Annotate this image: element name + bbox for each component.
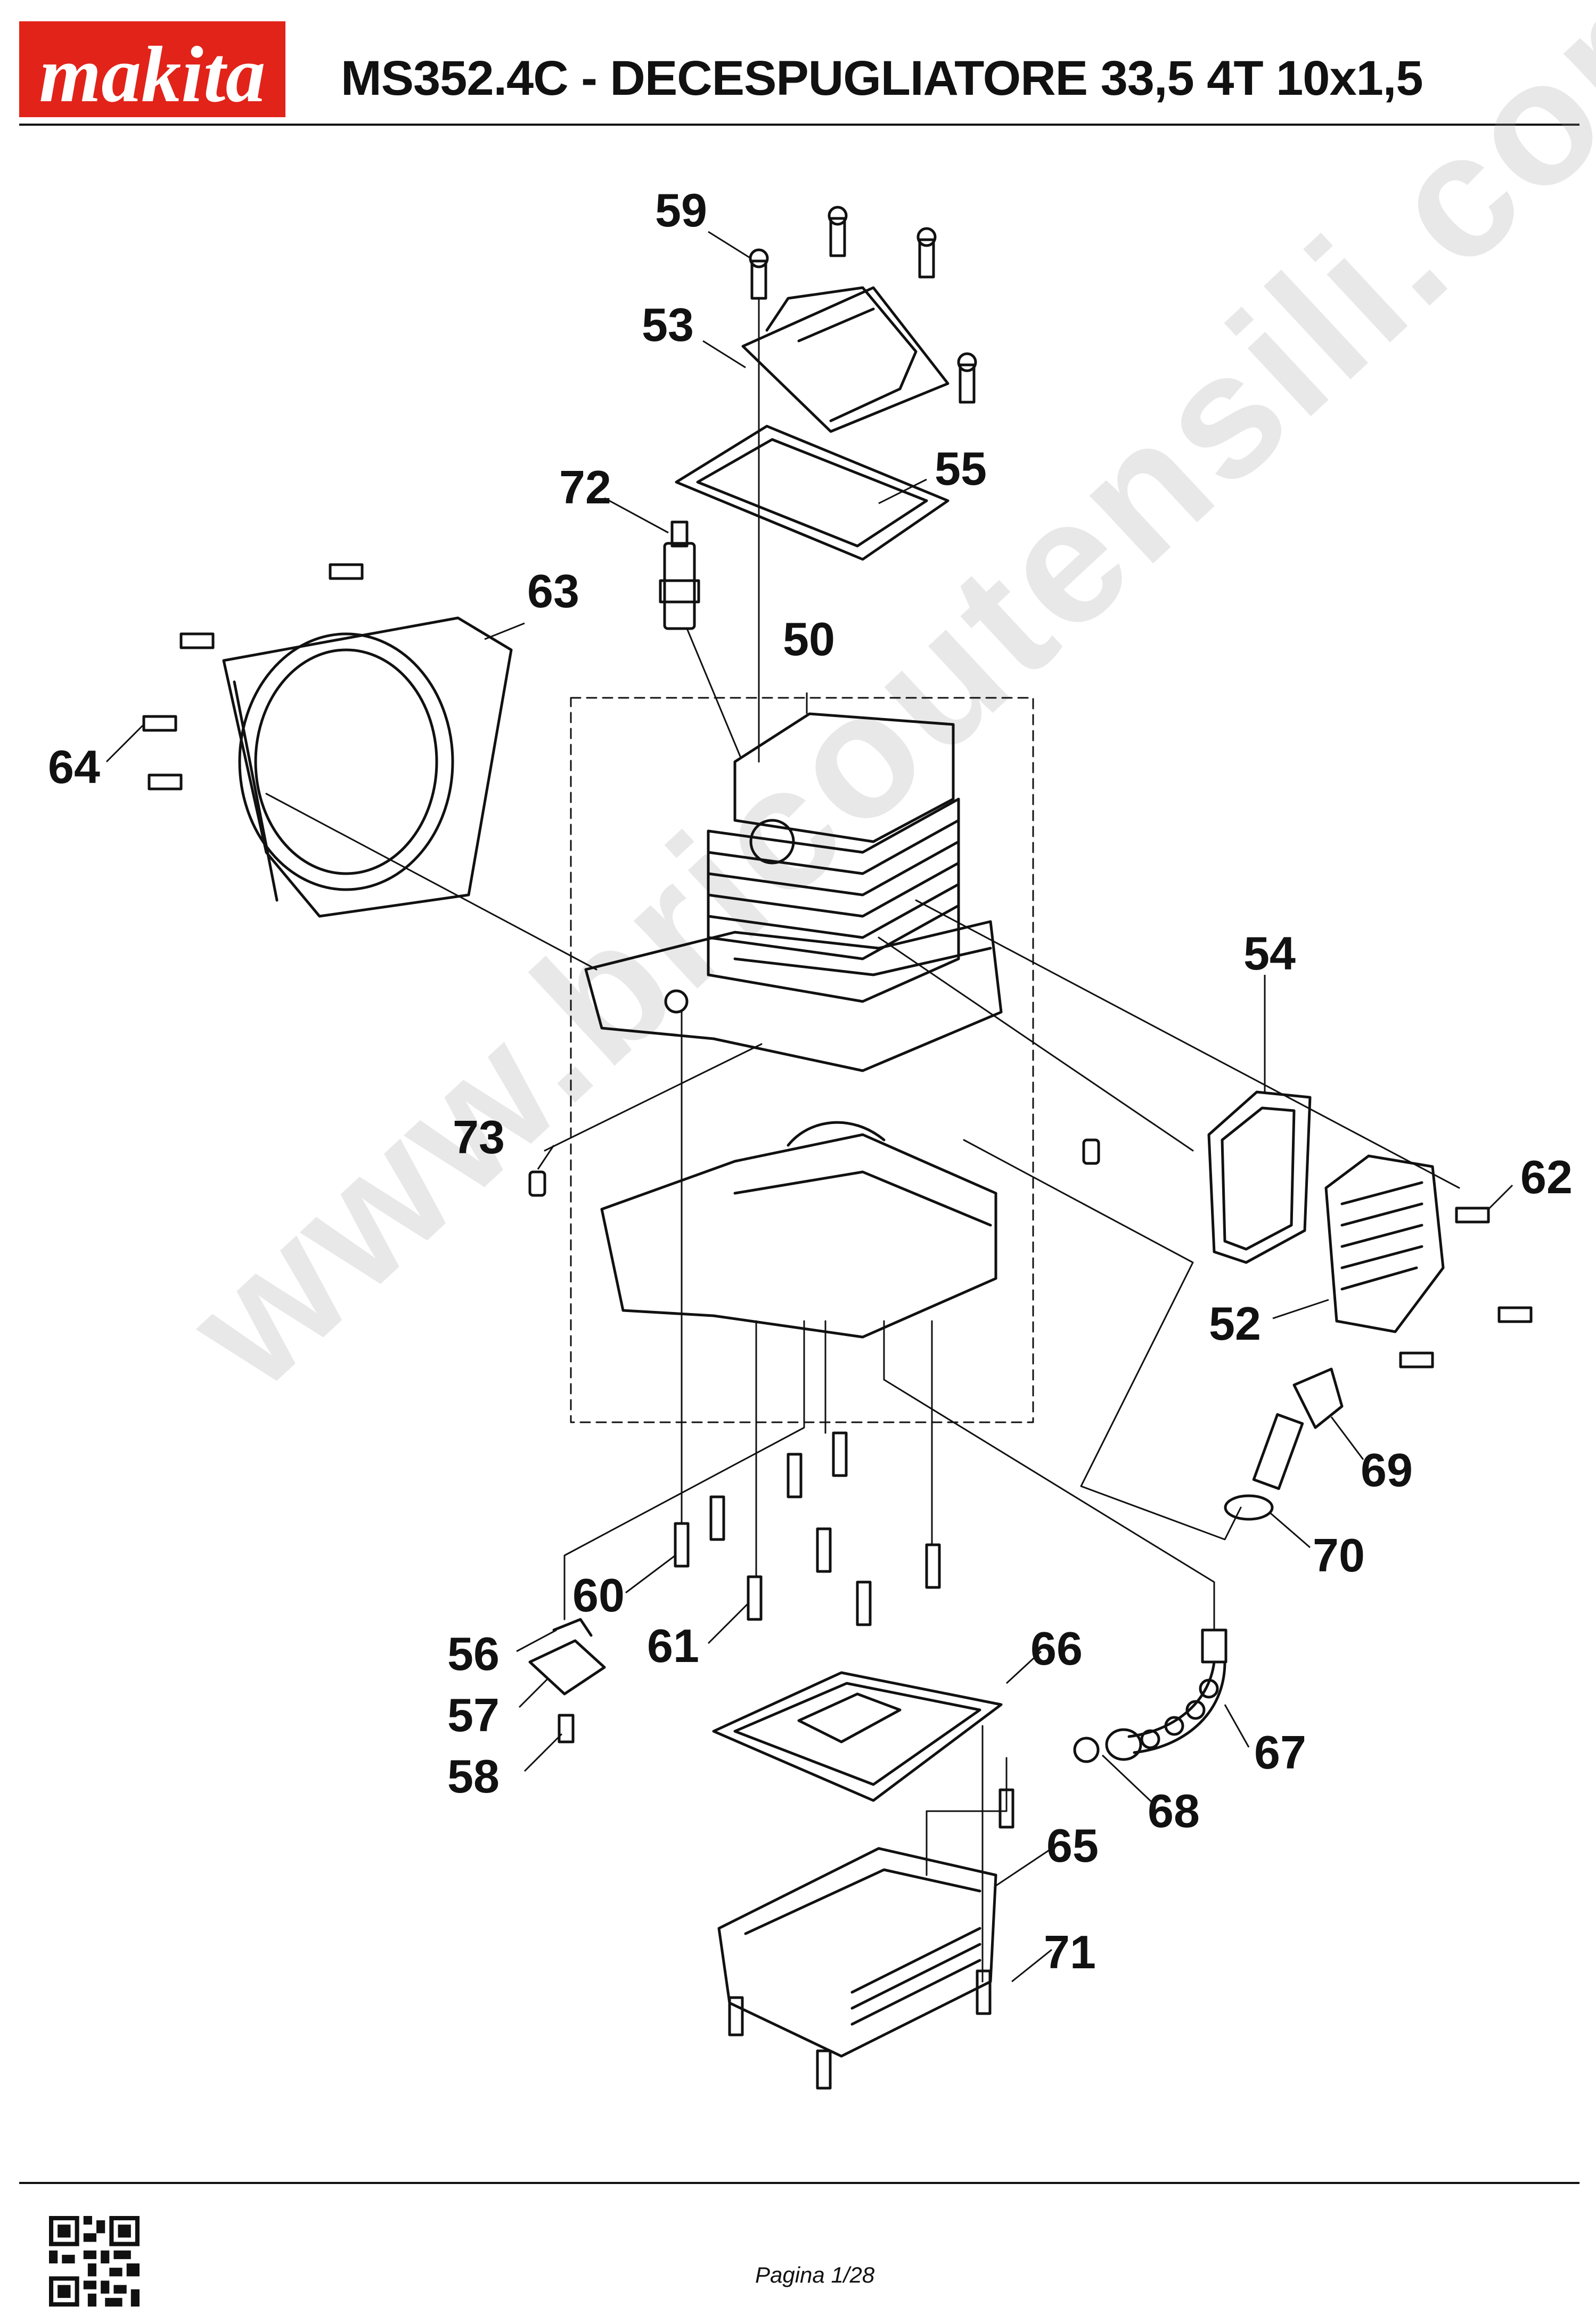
side-gasket-54 — [1207, 1090, 1312, 1264]
part-label-59: 59 — [655, 184, 707, 237]
page-header: makita MS352.4C - DECESPUGLIATORE 33,5 4… — [0, 0, 1596, 133]
part-label-58: 58 — [447, 1750, 500, 1803]
cylinder-50 — [707, 712, 960, 1003]
part-label-72: 72 — [559, 461, 611, 514]
valve-cover-screws — [749, 206, 977, 404]
part-label-63: 63 — [527, 565, 579, 617]
part-label-64: 64 — [48, 740, 100, 793]
bracket-screw-58 — [558, 1714, 575, 1743]
dowel-pin-right — [1082, 1138, 1100, 1165]
bracket-57 — [528, 1639, 606, 1696]
oil-cap-washer-70 — [1224, 1494, 1274, 1521]
part-label-50: 50 — [783, 613, 835, 665]
part-label-55: 55 — [935, 442, 987, 495]
hose-fitting-68 — [1073, 1728, 1142, 1763]
side-cover-52 — [1324, 1154, 1445, 1333]
engine-block-group-box — [570, 697, 1034, 1423]
part-label-68: 68 — [1148, 1785, 1200, 1837]
oil-pan-65 — [717, 1847, 997, 2058]
part-label-66: 66 — [1030, 1622, 1083, 1675]
footer-divider — [19, 2182, 1579, 2184]
oil-pan-gasket-66 — [712, 1671, 1003, 1802]
lower-crankcase — [600, 1121, 997, 1339]
header-divider — [19, 124, 1579, 126]
part-label-69: 69 — [1361, 1444, 1413, 1496]
valve-cover-gasket-55 — [675, 425, 950, 561]
part-label-65: 65 — [1046, 1819, 1099, 1872]
upper-crankcase — [584, 920, 1003, 1072]
side-cover-screws — [1399, 1207, 1533, 1368]
part-label-56: 56 — [447, 1627, 500, 1680]
part-label-73: 73 — [453, 1111, 505, 1163]
oil-filler-cap-69 — [1252, 1367, 1344, 1490]
part-label-53: 53 — [642, 298, 694, 351]
part-label-54: 54 — [1243, 927, 1296, 980]
part-label-71: 71 — [1044, 1926, 1096, 1978]
part-label-67: 67 — [1254, 1726, 1306, 1779]
breather-hose-67 — [1127, 1628, 1227, 1754]
qr-code-icon — [49, 2216, 140, 2307]
fan-housing-screws — [142, 563, 364, 791]
dowel-pin-left — [528, 1170, 546, 1197]
part-label-57: 57 — [447, 1689, 500, 1741]
clip-56 — [552, 1618, 593, 1637]
part-label-70: 70 — [1313, 1529, 1365, 1582]
page-number: Pagina 1/28 — [755, 2262, 875, 2287]
part-label-60: 60 — [572, 1569, 625, 1622]
part-label-61: 61 — [647, 1619, 699, 1672]
spark-plug-72 — [659, 520, 741, 757]
oil-pan-screws — [728, 1788, 1014, 2090]
fan-housing-63 — [222, 616, 513, 918]
page-title: MS352.4C - DECESPUGLIATORE 33,5 4T 10x1,… — [341, 51, 1423, 105]
valve-cover-53 — [741, 286, 950, 433]
part-label-62: 62 — [1520, 1151, 1573, 1203]
part-label-52: 52 — [1209, 1297, 1261, 1350]
makita-logo: makita — [19, 21, 285, 117]
brand-text: makita — [39, 30, 265, 117]
crankcase-bolts — [674, 1431, 941, 1626]
